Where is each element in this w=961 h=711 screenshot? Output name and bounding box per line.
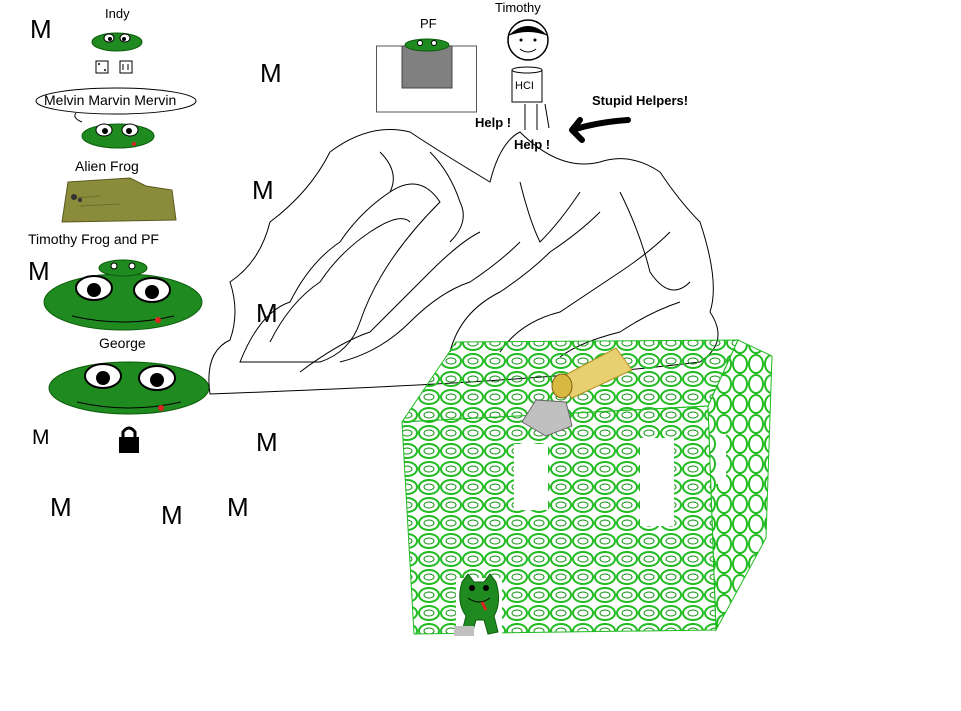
m-letter: M (260, 58, 282, 88)
m-letter: M (227, 492, 249, 522)
m-letter: M (256, 298, 278, 328)
help-label-2: Help ! (514, 137, 551, 152)
hci-label: HCI (515, 80, 534, 92)
arrow-icon (569, 117, 631, 143)
m-letter: M (252, 175, 274, 205)
m-letter: M (256, 427, 278, 457)
lock-icon (119, 426, 139, 453)
pf-label: PF (420, 16, 437, 31)
timothy-frog-icon (43, 259, 203, 331)
m-letter: M (32, 426, 50, 449)
hci-cup (511, 66, 543, 103)
small-frog-in-door (454, 573, 500, 636)
melvin-frog-icon (81, 123, 155, 149)
maze (208, 129, 719, 395)
george-label: George (99, 335, 146, 351)
m-letter: M (161, 500, 183, 530)
alien-frog-label: Alien Frog (75, 158, 139, 174)
help-lines (524, 103, 550, 130)
timothy-label: Timothy (495, 0, 541, 15)
green-cube-building (401, 339, 773, 635)
melvin-label: Melvin Marvin Mervin (44, 92, 177, 108)
pf-box (376, 38, 477, 113)
indy-label: Indy (105, 6, 130, 21)
m-letter: M (28, 256, 50, 286)
timothy-frog-pf-label: Timothy Frog and PF (28, 231, 159, 247)
m-letter: M (50, 492, 72, 522)
alien-frog-shape (61, 177, 177, 223)
m-letter: M (30, 14, 52, 44)
indy-frog-icon (91, 32, 143, 52)
help-label-1: Help ! (475, 115, 512, 130)
timothy-face-icon (507, 19, 549, 61)
george-frog-icon (48, 361, 210, 415)
stupid-helpers-label: Stupid Helpers! (592, 93, 689, 108)
dice-icon (95, 60, 133, 74)
melvin-speech-bubble (35, 87, 197, 123)
